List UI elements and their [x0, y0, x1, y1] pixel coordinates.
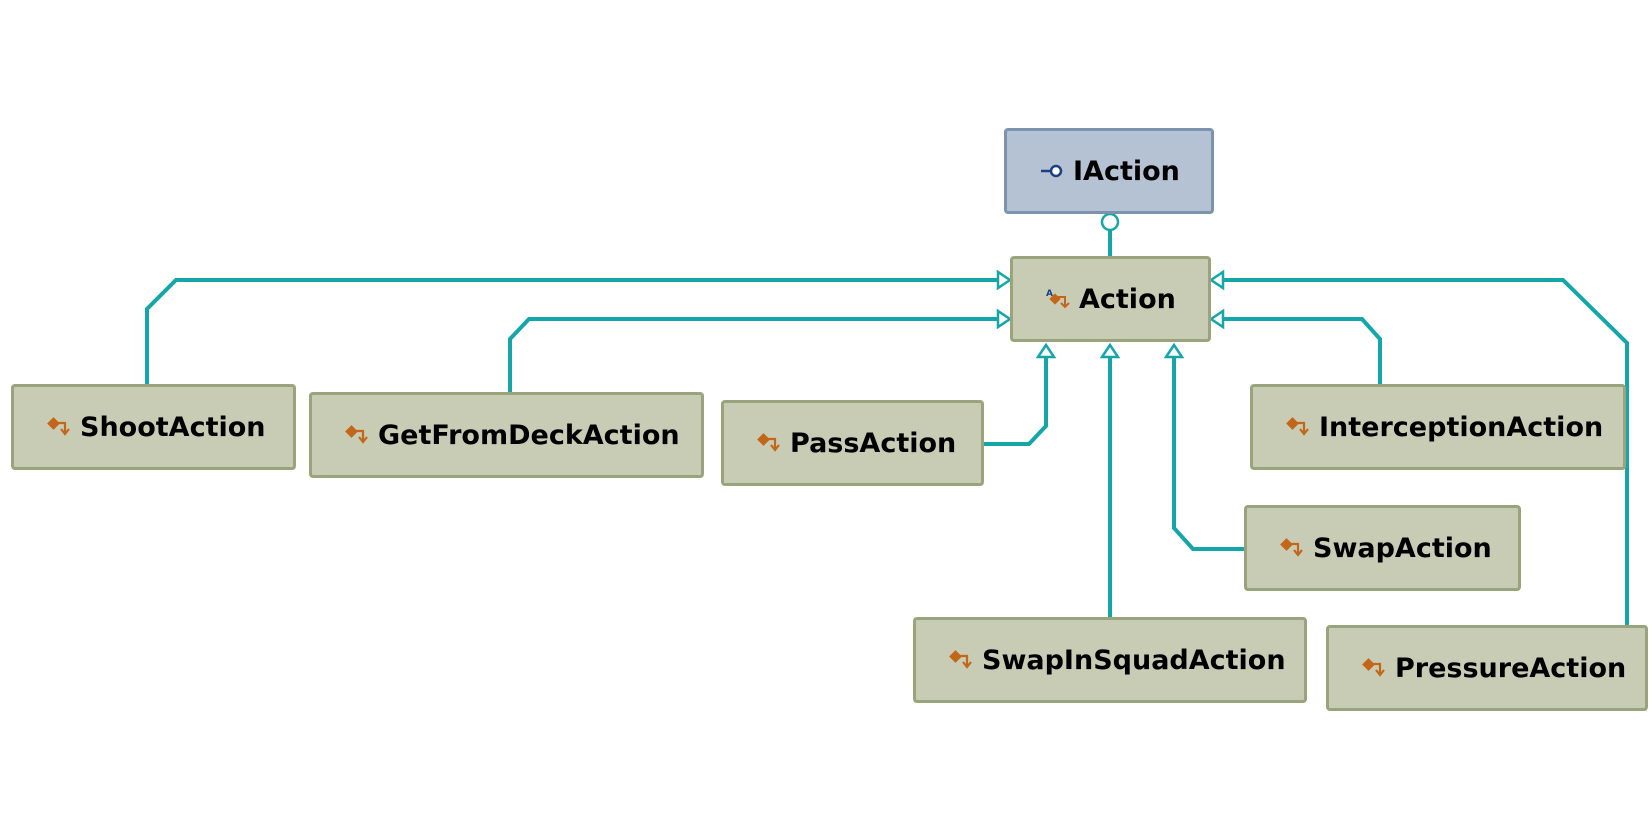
node-pass-action[interactable]: PassAction	[721, 400, 984, 486]
node-label: Action	[1079, 283, 1176, 315]
inheritance-arrowhead	[996, 308, 1013, 330]
node-interception-action[interactable]: InterceptionAction	[1250, 384, 1626, 470]
inheritance-arrowhead	[1163, 342, 1185, 359]
node-label: PassAction	[790, 427, 957, 459]
node-label: SwapInSquadAction	[982, 644, 1286, 676]
class-icon	[757, 433, 780, 452]
node-shoot-action[interactable]: ShootAction	[11, 384, 296, 470]
inheritance-arrowhead	[1099, 342, 1121, 359]
class-icon	[1286, 417, 1309, 436]
class-icon	[1362, 658, 1385, 677]
abstract-class-icon: A	[1046, 289, 1070, 309]
class-icon	[345, 425, 368, 444]
inheritance-arrowhead	[1208, 269, 1225, 291]
class-icon	[1280, 538, 1303, 557]
node-label: GetFromDeckAction	[378, 419, 680, 451]
svg-text:A: A	[1046, 289, 1053, 299]
class-icon	[949, 650, 972, 669]
connector-getfromdeck-to-action	[508, 317, 1006, 392]
node-swap-action[interactable]: SwapAction	[1244, 505, 1521, 591]
node-get-from-deck-action[interactable]: GetFromDeckAction	[309, 392, 704, 478]
connector-interception-to-action	[1222, 317, 1382, 384]
interface-icon	[1041, 164, 1063, 178]
node-pressure-action[interactable]: PressureAction	[1326, 625, 1648, 711]
node-label: ShootAction	[80, 411, 266, 443]
node-label: InterceptionAction	[1319, 411, 1604, 443]
inheritance-arrowhead	[1035, 342, 1057, 359]
node-label: SwapAction	[1313, 532, 1492, 564]
class-icon	[47, 417, 70, 436]
node-swap-in-squad-action[interactable]: SwapInSquadAction	[913, 617, 1307, 703]
node-iaction[interactable]: IAction	[1004, 128, 1214, 214]
connector-pressure-to-action	[1222, 278, 1629, 625]
connector-shoot-to-action	[145, 278, 1006, 384]
node-label: PressureAction	[1395, 652, 1627, 684]
inheritance-arrowhead	[996, 269, 1013, 291]
connector-pass-to-action	[984, 357, 1048, 446]
inheritance-arrowhead	[1208, 308, 1225, 330]
interface-lollipop-marker	[1100, 212, 1120, 232]
node-action[interactable]: A Action	[1010, 256, 1211, 342]
connector-swap-to-action	[1172, 357, 1244, 551]
node-label: IAction	[1073, 155, 1180, 187]
